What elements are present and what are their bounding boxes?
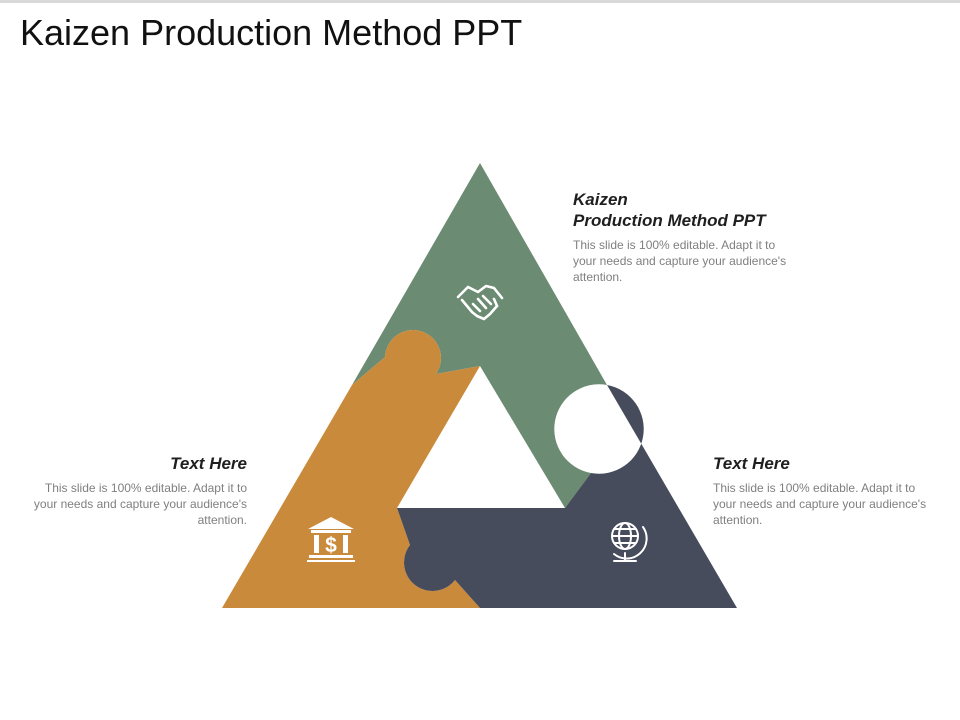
puzzle-piece-left bbox=[222, 330, 480, 608]
top-rule bbox=[0, 0, 960, 3]
svg-text:$: $ bbox=[325, 534, 337, 557]
block-top-heading: Kaizen Production Method PPT bbox=[573, 189, 788, 231]
slide-title: Kaizen Production Method PPT bbox=[20, 12, 523, 53]
block-left-heading: Text Here bbox=[170, 454, 247, 473]
block-top-heading-line2: Production Method PPT bbox=[573, 211, 766, 230]
block-right-body: This slide is 100% editable. Adapt it to… bbox=[713, 481, 927, 527]
text-block-left: Text Here This slide is 100% editable. A… bbox=[32, 453, 247, 528]
block-left-body: This slide is 100% editable. Adapt it to… bbox=[33, 481, 247, 527]
block-top-body: This slide is 100% editable. Adapt it to… bbox=[573, 238, 787, 284]
puzzle-piece-top bbox=[352, 163, 607, 508]
puzzle-piece-right bbox=[397, 385, 737, 608]
block-right-heading: Text Here bbox=[713, 454, 790, 473]
text-block-right: Text Here This slide is 100% editable. A… bbox=[713, 453, 928, 528]
globe-icon bbox=[611, 522, 648, 562]
block-top-heading-line1: Kaizen bbox=[573, 190, 628, 209]
text-block-top: Kaizen Production Method PPT This slide … bbox=[573, 189, 788, 285]
bank-dollar-icon: $ bbox=[307, 517, 355, 562]
handshake-icon bbox=[456, 284, 504, 321]
